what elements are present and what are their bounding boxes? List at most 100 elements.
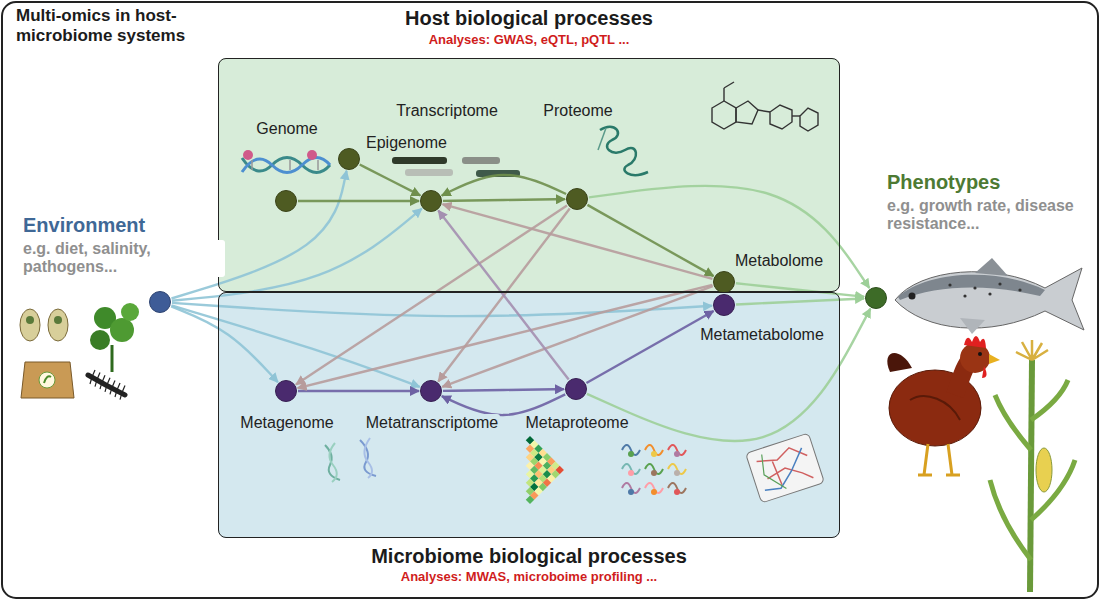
omics-link [438,209,569,382]
node-label: Metabolome [733,252,825,270]
environment-icons-part [121,303,139,321]
environment-icons-part [48,309,68,341]
dna-icon-part [307,150,317,160]
fish-illustration-part [898,275,1045,300]
environment-icons-part [26,316,34,324]
environment-icons-part-part [122,386,125,393]
band-heading: Microbiome biological processes [219,545,839,568]
environment-icons-part-part [92,370,95,377]
dna-icon-part [289,160,291,170]
fish-illustration-part [948,283,951,286]
protein-structures-icon-part [628,489,634,495]
dna-icon-part [242,158,330,173]
protein-structures-icon [622,445,686,495]
environment-icons-part-part [90,377,92,384]
omics-link [296,206,567,385]
node-description: e.g. growth rate, disease resistance... [885,197,1094,234]
environment-icons-part-part [107,378,110,385]
omics-link [442,286,713,387]
chicken-illustration-part [887,353,912,372]
environment-icons-part-part [115,390,117,397]
environment-icons-part [21,362,74,398]
environment-icons-part [44,376,51,383]
omics-node: Metatranscriptome [420,380,442,402]
region-band: Microbiome biological processesAnalyses:… [218,292,840,538]
molecule-icon-part [724,82,734,88]
node-label: Metaproteome [523,414,630,432]
node-label: Epigenome [364,134,449,152]
omics-link [171,171,346,299]
omics-node: Genome [275,190,297,212]
chicken-illustration-part [918,444,960,475]
band-heading: Host biological processes [219,7,839,30]
environment-icons-part-part [112,380,115,387]
omics-link [360,164,421,195]
host-band-fill [218,58,840,292]
chicken-illustration-part [978,352,982,356]
molecule-icon-part [723,88,724,101]
fish-illustration-part [998,282,1001,285]
protein-structures-icon-part [674,451,680,457]
molecule-icon-part [770,105,792,129]
pathway-map-icon-part [756,443,815,493]
environment-icons-part-part [100,382,102,389]
protein-structures-icon-part [651,451,657,457]
microbial-dna-icon-part [329,443,336,482]
environment-icons [20,303,139,400]
pathway-map-icon [746,433,825,503]
dna-icon-part [242,158,330,173]
fish-illustration-part [963,294,966,297]
fish-illustration-part [895,268,1084,330]
environment-icons-part [20,309,40,341]
heatmap-icon-part [526,495,534,503]
protein-structures-icon-part [628,470,634,476]
molecule-icon-part [736,101,758,124]
node-label: Genome [254,120,319,138]
omics-link [443,199,565,201]
node-label: Metatranscriptome [364,414,501,432]
environment-icons-part [111,345,114,372]
omics-node: Transcriptome [420,190,442,212]
fish-illustration [895,258,1084,334]
corn-illustration [990,340,1075,592]
environment-icons-part-part [105,385,107,392]
omics-link [171,306,278,382]
molecule-icon-part [712,101,736,129]
dna-icon-part [317,160,319,170]
diagram-title: Multi-omics in host-microbiome systems [16,6,216,47]
transcript-bars-part [405,169,453,176]
fish-illustration-part [988,292,991,295]
omics-node: Metaproteome [565,378,587,400]
omics-link [298,285,713,388]
environment-icons-part [90,370,125,400]
dna-icon [242,150,330,173]
chicken-illustration-part [989,354,1000,364]
microbial-dna-icon-part [364,438,372,478]
corn-illustration-part [1016,340,1048,360]
pathway-map-icon-part [758,451,787,494]
corn-illustration-part [1031,380,1068,420]
transcript-bars-part [392,157,447,164]
corn-illustration-part [990,480,1031,560]
omics-link [736,283,864,296]
protein-structures-icon-part [674,489,680,495]
chicken-illustration [887,336,1000,475]
phenotype-node: Phenotypese.g. growth rate, disease resi… [865,287,887,309]
microbial-dna-icon-part [325,445,340,480]
corn-illustration-part [1036,448,1052,492]
environment-icons-part-part [102,375,105,382]
pathway-map-icon-part [746,433,825,503]
environment-icons-part [110,318,134,342]
protein-structures-icon-part [628,451,634,457]
environment-icons-part [39,372,55,388]
protein-structures-icon-part [651,489,657,495]
environment-icons-part-part [95,380,97,387]
node-description: e.g. diet, salinity, pathogens... [21,240,225,277]
chicken-illustration-part [982,366,987,378]
fish-illustration-part [1018,288,1021,291]
omics-node: Metametabolome [713,294,735,316]
molecule-icon-part [758,110,770,112]
dna-icon-part [243,150,253,160]
